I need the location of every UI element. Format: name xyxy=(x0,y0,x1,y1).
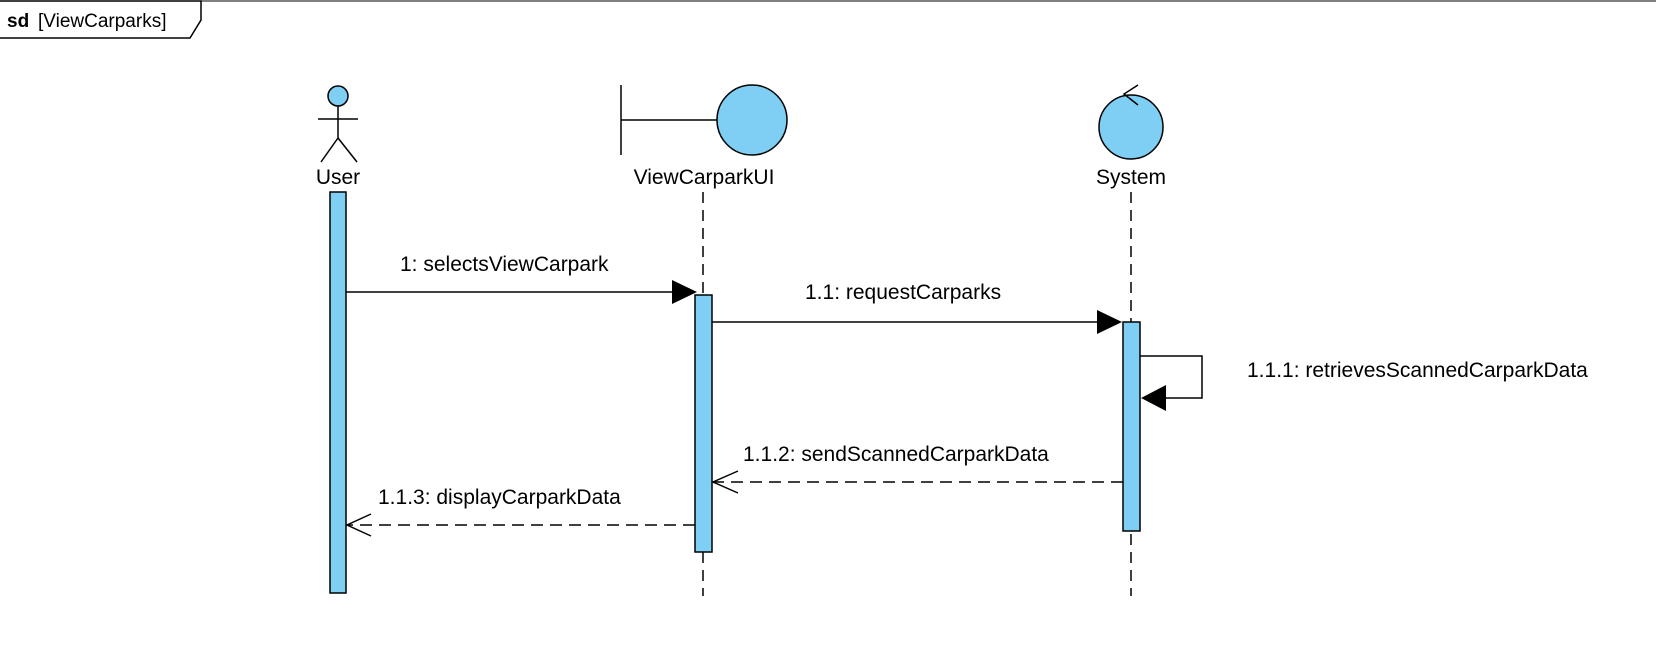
participant-user[interactable]: User xyxy=(316,85,360,189)
message-1-1-1-retrieves-scanned-carpark-data[interactable]: 1.1.1: retrievesScannedCarparkData xyxy=(1140,355,1588,411)
boundary-icon xyxy=(620,84,788,156)
activation-bar-user xyxy=(329,191,347,594)
reply-arrowhead xyxy=(345,513,372,537)
sync-arrowhead xyxy=(1141,385,1166,411)
message-label: 1.1.1: retrievesScannedCarparkData xyxy=(1247,359,1588,382)
message-label: 1.1: requestCarparks xyxy=(805,281,1001,304)
participant-viewcarparkui[interactable]: ViewCarparkUI xyxy=(620,84,788,189)
reply-arrowhead xyxy=(711,470,739,494)
message-1-1-request-carparks[interactable]: 1.1: requestCarparks xyxy=(712,281,1122,334)
participant-label-user: User xyxy=(316,166,360,189)
sync-arrowhead xyxy=(672,280,697,304)
control-icon xyxy=(1098,84,1164,160)
message-1-1-2-send-scanned-carpark-data[interactable]: 1.1.2: sendScannedCarparkData xyxy=(711,443,1123,494)
activation-bar-system xyxy=(1122,321,1141,532)
message-label: 1: selectsViewCarpark xyxy=(400,253,609,276)
frame-keyword: sd xyxy=(7,11,29,32)
frame-tab: sd [ViewCarparks] xyxy=(0,0,202,39)
message-1-selects-view-carpark[interactable]: 1: selectsViewCarpark xyxy=(346,253,697,304)
message-1-1-3-display-carpark-data[interactable]: 1.1.3: displayCarparkData xyxy=(345,486,695,537)
participant-label-system: System xyxy=(1096,166,1166,189)
message-label: 1.1.3: displayCarparkData xyxy=(378,486,621,509)
actor-icon xyxy=(318,85,358,163)
frame-name: [ViewCarparks] xyxy=(38,11,166,32)
sync-arrowhead xyxy=(1097,310,1122,334)
message-label: 1.1.2: sendScannedCarparkData xyxy=(743,443,1049,466)
activation-bar-viewcarparkui xyxy=(694,294,713,553)
participant-label-viewcarparkui: ViewCarparkUI xyxy=(634,166,775,189)
participant-system[interactable]: System xyxy=(1096,84,1166,189)
